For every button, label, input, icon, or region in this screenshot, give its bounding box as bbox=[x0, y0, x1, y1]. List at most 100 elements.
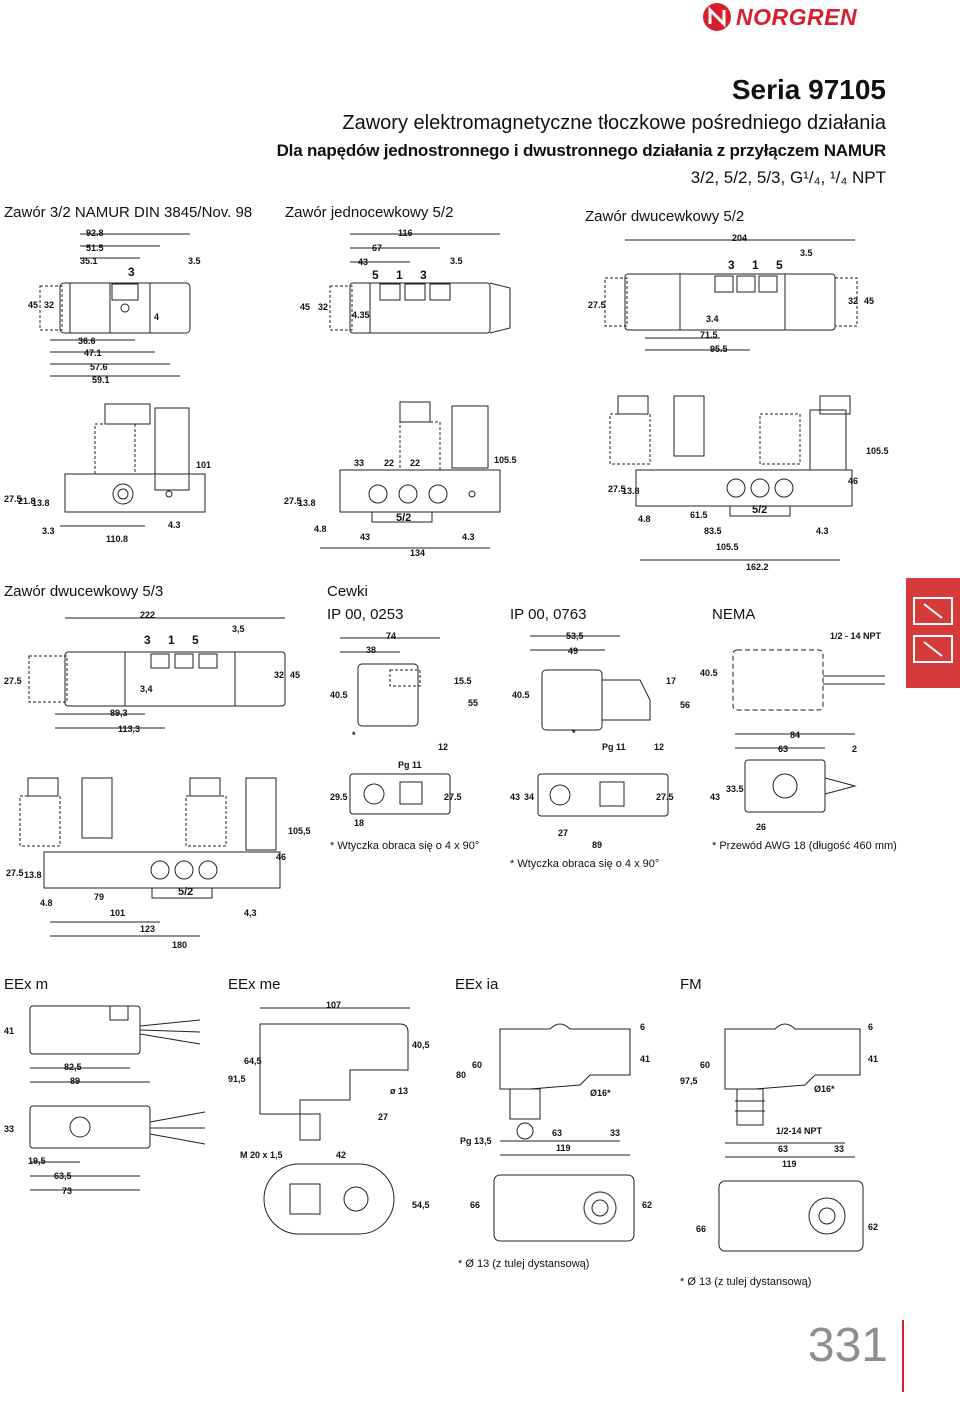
dim-label: 53,5 bbox=[566, 631, 584, 641]
dim-label: 107 bbox=[326, 1000, 342, 1010]
dim-label: 4.35 bbox=[352, 310, 370, 320]
dim-label: 4 bbox=[154, 312, 160, 322]
double-coil-valve-top-drawing bbox=[585, 234, 875, 364]
dim-label: 3,4 bbox=[140, 684, 153, 694]
dim-label: 79 bbox=[94, 892, 105, 902]
dim-label: 42 bbox=[336, 1150, 347, 1160]
dim-label: 105.5 bbox=[866, 446, 889, 456]
dim-label: 21.8 bbox=[18, 496, 36, 506]
fm-note: * Ø 13 (z tulej dystansową) bbox=[680, 1276, 812, 1288]
dim-label: 32 bbox=[318, 302, 329, 312]
dim-label: 27.5 bbox=[444, 792, 462, 802]
double-coil-53-valve-side-drawing bbox=[10, 772, 310, 952]
dim-label: M 20 x 1,5 bbox=[240, 1150, 283, 1160]
dim-label: 13.8 bbox=[32, 498, 50, 508]
dim-label: 91,5 bbox=[228, 1074, 246, 1084]
dim-label: 3,5 bbox=[232, 624, 245, 634]
dim-label: 95.5 bbox=[710, 344, 728, 354]
ip0763-coil-end-drawing bbox=[520, 770, 680, 840]
dim-label: 36.6 bbox=[78, 336, 96, 346]
dim-label: 47.1 bbox=[84, 348, 102, 358]
dim-label: 35.1 bbox=[80, 256, 98, 266]
dim-label: * bbox=[572, 728, 576, 738]
dim-label: 22 bbox=[384, 458, 395, 468]
dim-label: 101 bbox=[196, 460, 212, 470]
dim-label: 119 bbox=[556, 1143, 571, 1153]
eex-ia-coil-drawing bbox=[470, 1005, 670, 1255]
dim-label: 27.5 bbox=[6, 868, 24, 878]
dim-label: 34 bbox=[524, 792, 535, 802]
dim-label: 27.5 bbox=[656, 792, 674, 802]
dim-label: 51.5 bbox=[86, 243, 104, 253]
dim-label: 41 bbox=[4, 1026, 15, 1036]
dim-label: 26 bbox=[756, 822, 767, 832]
dim-label: 40,5 bbox=[412, 1040, 430, 1050]
dim-label: 15.5 bbox=[454, 676, 472, 686]
dim-label: 27.5 bbox=[4, 676, 22, 686]
dim-label: 63 bbox=[778, 744, 789, 754]
port-label: 5 1 3 bbox=[372, 268, 427, 282]
dim-label: 2 bbox=[852, 744, 858, 754]
dim-label: 43 bbox=[710, 792, 721, 802]
dim-label: 110.8 bbox=[106, 534, 129, 544]
dim-label: 162.2 bbox=[746, 562, 769, 572]
dim-label: Pg 11 bbox=[398, 760, 422, 770]
dim-label: 3.4 bbox=[706, 314, 719, 324]
dim-label: 4.8 bbox=[638, 514, 651, 524]
dim-label: Ø16* bbox=[814, 1084, 835, 1094]
dim-label: 40.5 bbox=[330, 690, 348, 700]
dim-label: 222 bbox=[140, 610, 156, 620]
dim-label: 71.5 bbox=[700, 330, 718, 340]
port-label: 3 1 5 bbox=[728, 258, 783, 272]
dim-label: 54,5 bbox=[412, 1200, 430, 1210]
dim-label: 45 bbox=[28, 300, 39, 310]
page-subtitle: Zawory elektromagnetyczne tłoczkowe pośr… bbox=[342, 112, 886, 134]
dim-label: 4.3 bbox=[462, 532, 475, 542]
dim-label: 60 bbox=[700, 1060, 711, 1070]
dim-label: 33 bbox=[610, 1128, 621, 1138]
dim-label: 27.5 bbox=[608, 484, 626, 494]
dim-label: 82,5 bbox=[64, 1062, 82, 1072]
dim-label: 33.5 bbox=[726, 784, 744, 794]
dim-label: 41 bbox=[868, 1054, 879, 1064]
series-title: Seria 97105 bbox=[731, 74, 886, 105]
dim-label: 27.5 bbox=[588, 300, 606, 310]
eex-me-coil-drawing bbox=[240, 1000, 440, 1240]
dim-label: 46 bbox=[848, 476, 859, 486]
section-ip0763: IP 00, 0763 bbox=[510, 606, 587, 623]
dim-label: 73 bbox=[62, 1186, 73, 1196]
dim-label: 33 bbox=[834, 1144, 845, 1154]
dim-label: 40.5 bbox=[512, 690, 530, 700]
dim-label: 33 bbox=[354, 458, 365, 468]
section-double-coil: Zawór dwucewkowy 5/2 bbox=[585, 208, 745, 225]
dim-label: 113,3 bbox=[118, 724, 141, 734]
valve-symbol-icon bbox=[913, 597, 953, 663]
dim-label: 43 bbox=[360, 532, 371, 542]
dim-label: 4.8 bbox=[314, 524, 327, 534]
section-namur: Zawór 3/2 NAMUR DIN 3845/Nov. 98 bbox=[4, 204, 253, 221]
dim-label: 89 bbox=[70, 1076, 81, 1086]
section-eex-m: EEx m bbox=[4, 976, 49, 993]
dim-label: 105,5 bbox=[288, 826, 311, 836]
dim-label: 57.6 bbox=[90, 362, 108, 372]
section-ip0253: IP 00, 0253 bbox=[327, 606, 404, 623]
dim-label: Ø16* bbox=[590, 1088, 611, 1098]
dim-label: 49 bbox=[568, 646, 579, 656]
double-coil-valve-side-drawing bbox=[600, 390, 890, 570]
port-label: 3 bbox=[128, 265, 135, 279]
dim-label: 4.3 bbox=[168, 520, 181, 530]
dim-label: 180 bbox=[172, 940, 188, 950]
section-single-coil: Zawór jednocewkowy 5/2 bbox=[285, 204, 454, 221]
dim-label: ø 13 bbox=[390, 1086, 409, 1096]
dim-label: 67 bbox=[372, 243, 383, 253]
dim-label: 116 bbox=[398, 228, 413, 238]
section-double-coil-53: Zawór dwucewkowy 5/3 bbox=[4, 583, 164, 600]
function-label: 5/2 bbox=[752, 504, 768, 516]
dim-label: 13.8 bbox=[24, 870, 42, 880]
dim-label: 83.5 bbox=[704, 526, 722, 536]
ip0763-coil-drawing bbox=[510, 630, 690, 770]
dim-label: 101 bbox=[110, 908, 126, 918]
dim-label: 4.8 bbox=[40, 898, 53, 908]
namur-valve-top-drawing bbox=[40, 228, 210, 388]
ip0763-note: * Wtyczka obraca się o 4 x 90° bbox=[510, 858, 660, 870]
